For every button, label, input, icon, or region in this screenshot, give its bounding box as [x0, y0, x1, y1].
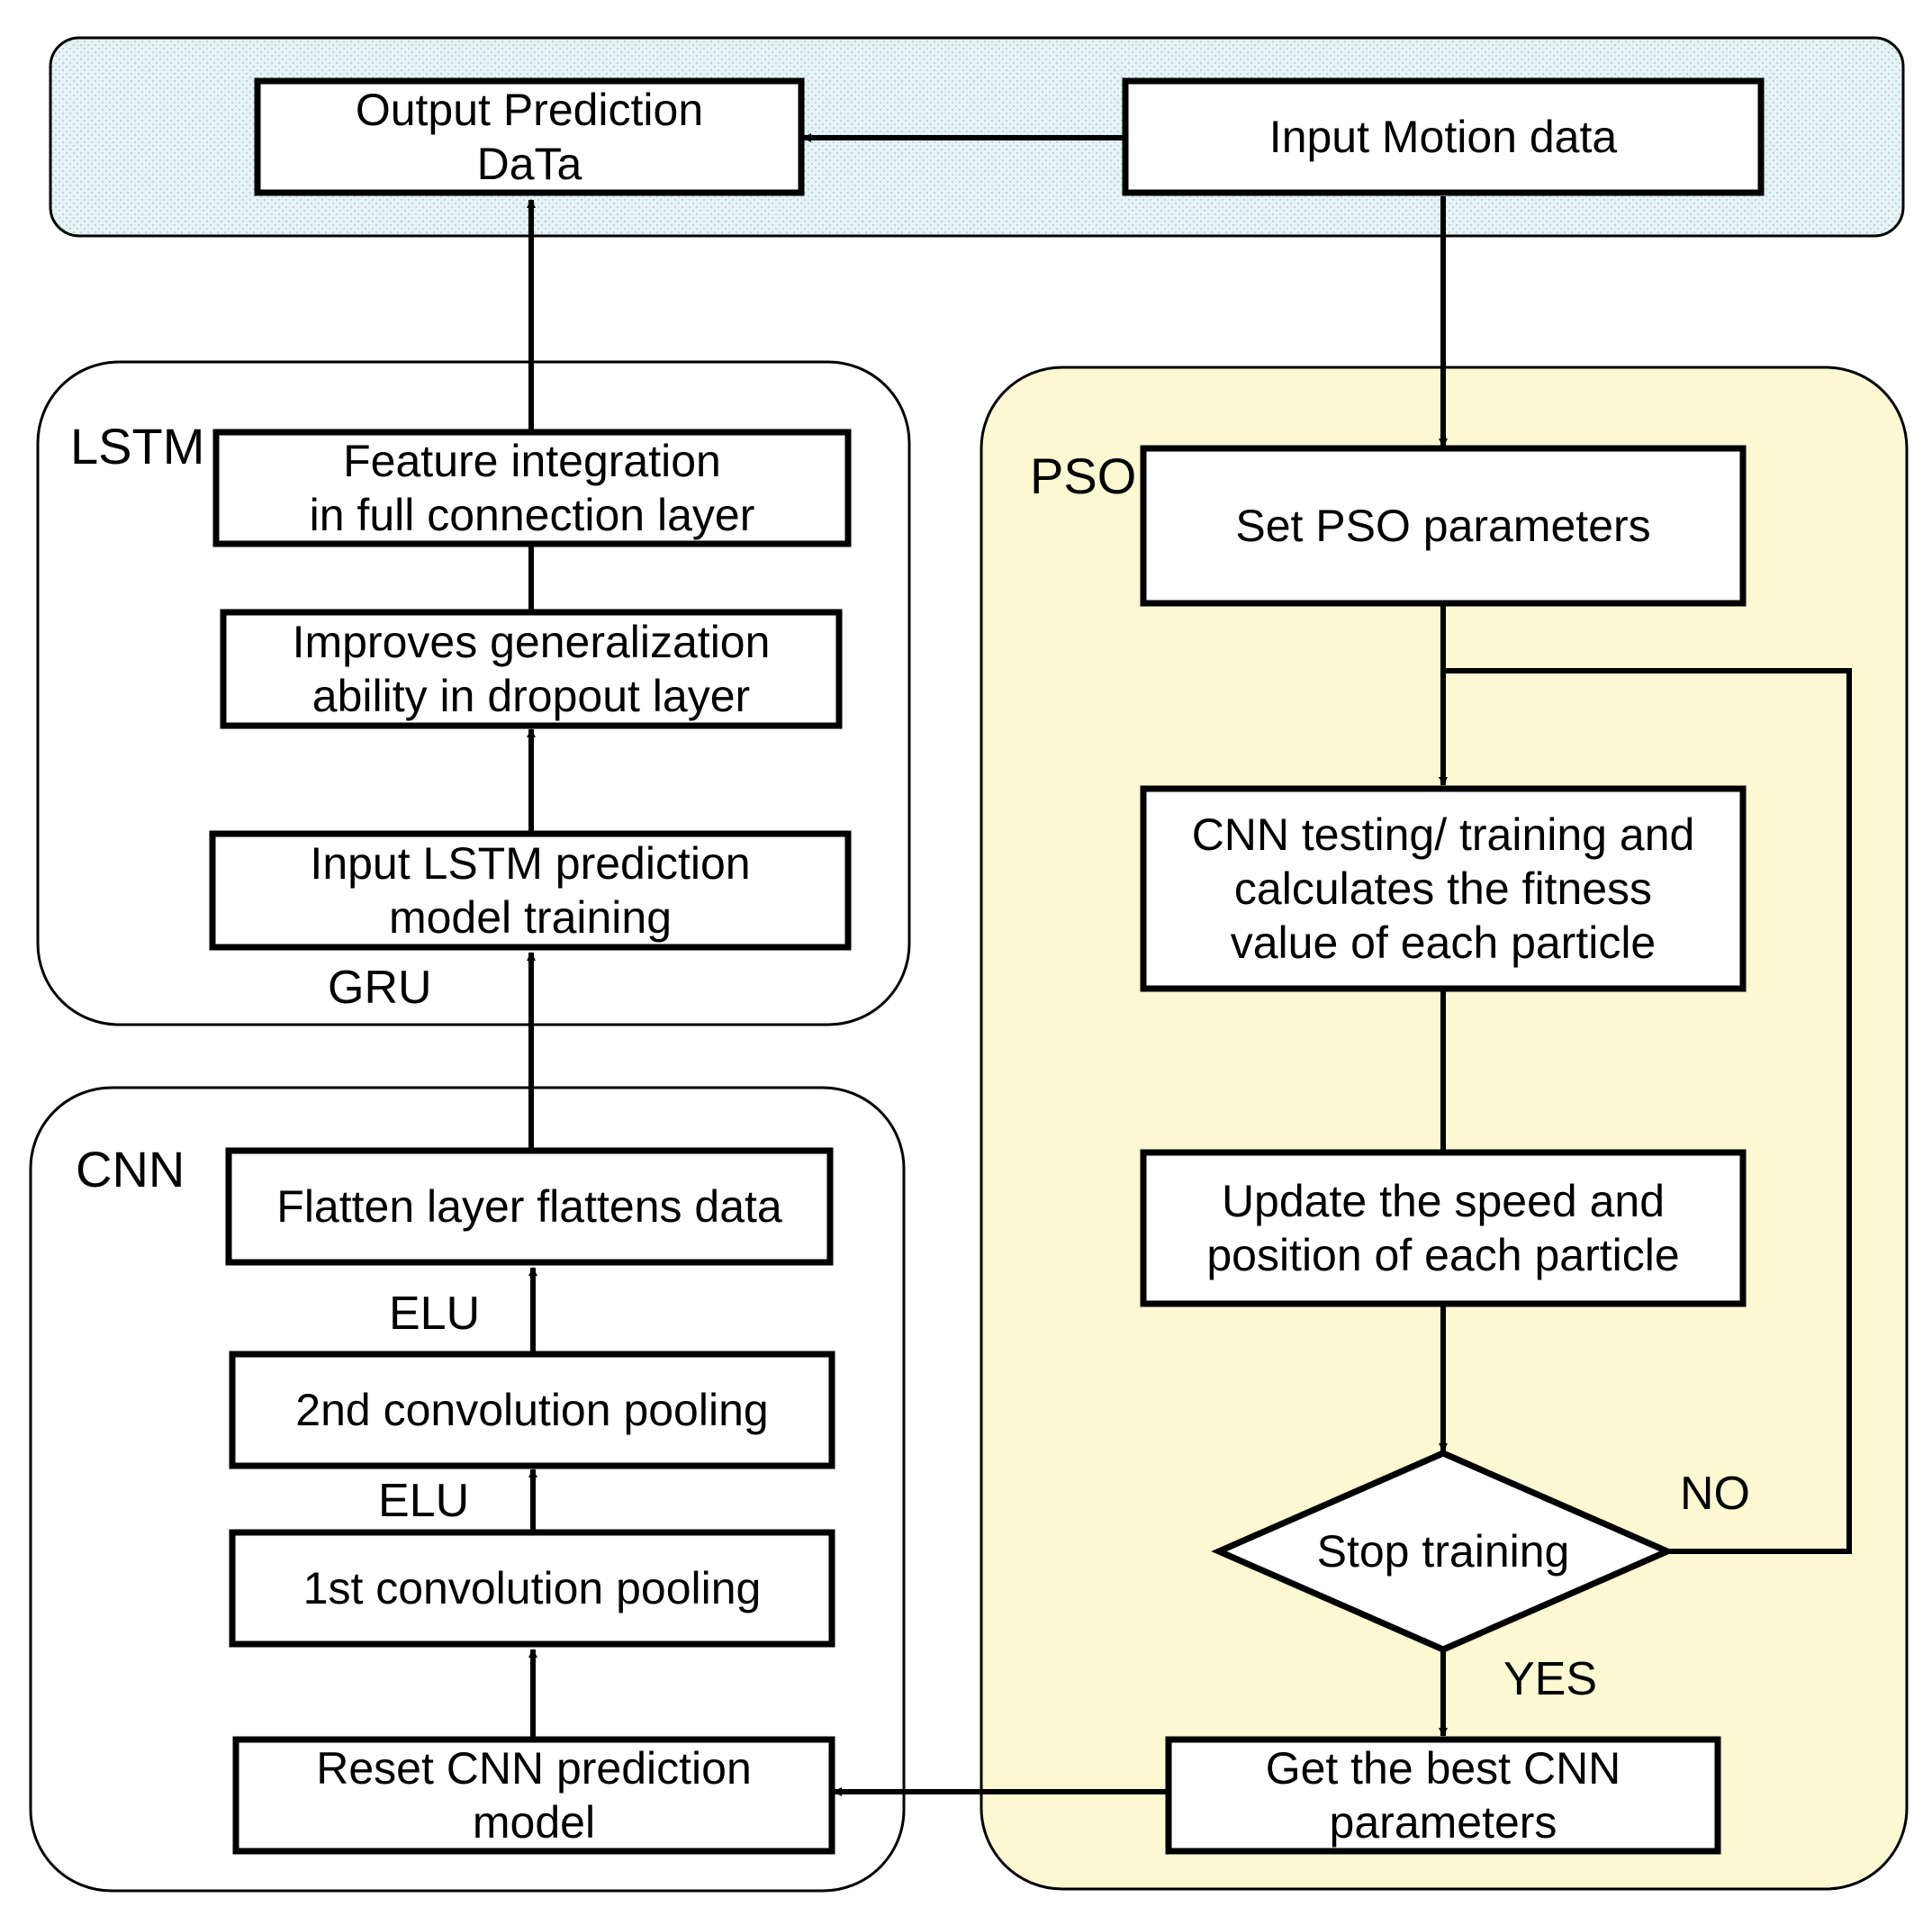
get-best-line-1: Get the best CNN — [1266, 1743, 1621, 1794]
set-pso-line-1: Set PSO parameters — [1235, 501, 1650, 551]
feature-integration-box — [212, 429, 852, 547]
improves-generalization-line-1: Improves generalization — [293, 617, 771, 667]
flatten-box — [225, 1147, 834, 1266]
input-lstm-line-2: model training — [389, 892, 672, 943]
conv2-box — [229, 1351, 835, 1469]
output-prediction-line-2: DaTa — [477, 139, 582, 189]
update-speed-line-2: position of each particle — [1206, 1230, 1679, 1280]
edge-no-loop — [1443, 668, 1852, 1554]
stop-training-label: Stop training — [1317, 1526, 1570, 1577]
conv1-box — [229, 1529, 835, 1648]
input-lstm-line-1: Input LSTM prediction — [310, 838, 750, 889]
get-best-box — [1165, 1736, 1721, 1855]
cnn-testing-line-3: value of each particle — [1231, 917, 1657, 968]
stop-training-line-1: Stop training — [1317, 1526, 1570, 1577]
update-speed-box — [1140, 1149, 1747, 1307]
lstm-group-label: LSTM — [70, 418, 204, 474]
flatten-line-1: Flatten layer flattens data — [276, 1181, 782, 1232]
input-motion-line-1: Input Motion data — [1269, 112, 1618, 162]
cnn-group — [29, 1086, 906, 1893]
elu-label-top: ELU — [389, 1288, 480, 1340]
flatten-label: Flatten layer flattens data — [276, 1181, 782, 1232]
input-motion-label: Input Motion data — [1269, 112, 1618, 162]
reset-cnn-line-1: Reset CNN prediction — [316, 1743, 752, 1794]
improves-generalization-line-2: ability in dropout layer — [312, 671, 750, 721]
cnn-testing-line-1: CNN testing/ training and — [1192, 809, 1695, 860]
reset-cnn-line-2: model — [473, 1797, 595, 1848]
reset-cnn-box — [232, 1736, 835, 1855]
input-lstm-box — [209, 830, 852, 951]
update-speed-line-1: Update the speed and — [1222, 1176, 1665, 1226]
output-prediction-box — [254, 77, 805, 196]
stop-training-diamond — [1211, 1450, 1675, 1653]
improves-generalization-box — [220, 609, 843, 729]
cnn-testing-line-2: calculates the fitness — [1234, 863, 1652, 914]
feature-integration-line-1: Feature integration — [343, 436, 721, 486]
set-pso-box — [1140, 445, 1747, 607]
set-pso-label: Set PSO parameters — [1235, 501, 1650, 551]
boxes — [209, 77, 1765, 1855]
feature-integration-line-2: in full connection layer — [310, 490, 755, 540]
pso-group-label: PSO — [1030, 447, 1136, 504]
conv2-line-1: 2nd convolution pooling — [295, 1385, 768, 1435]
gru-label: GRU — [328, 962, 432, 1014]
input-motion-box — [1122, 77, 1765, 196]
conv1-label: 1st convolution pooling — [303, 1563, 762, 1613]
cnn-testing-box — [1140, 785, 1747, 992]
conv1-line-1: 1st convolution pooling — [303, 1563, 762, 1613]
output-prediction-line-1: Output Prediction — [356, 85, 703, 135]
get-best-line-2: parameters — [1330, 1797, 1557, 1848]
connectors — [527, 133, 1852, 1796]
conv2-label: 2nd convolution pooling — [295, 1385, 768, 1435]
cnn-group-label: CNN — [76, 1141, 185, 1198]
no-label: NO — [1680, 1468, 1750, 1520]
elu-label-bottom: ELU — [378, 1475, 469, 1527]
yes-label: YES — [1503, 1653, 1597, 1705]
